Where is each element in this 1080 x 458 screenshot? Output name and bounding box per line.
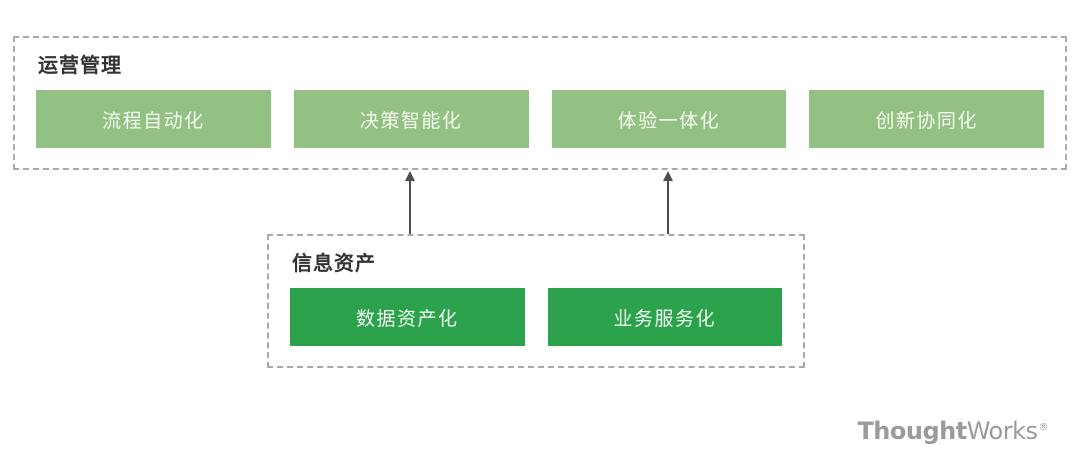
ops-management-group: 运营管理 流程自动化 决策智能化 体验一体化 创新协同化: [13, 36, 1067, 170]
logo-bold-text: Thought: [857, 417, 967, 445]
node-data-assetization: 数据资产化: [290, 288, 525, 346]
node-innovation-collaboration: 创新协同化: [809, 90, 1044, 148]
node-business-servitization: 业务服务化: [547, 288, 782, 346]
info-box-row: 数据资产化 业务服务化: [290, 288, 782, 346]
up-arrow-left: [405, 171, 415, 234]
info-group-title: 信息资产: [292, 251, 376, 275]
ops-box-row: 流程自动化 决策智能化 体验一体化 创新协同化: [36, 90, 1044, 148]
up-arrow-right: [663, 171, 673, 234]
registered-trademark-icon: ®: [1038, 422, 1049, 433]
node-process-automation: 流程自动化: [36, 90, 271, 148]
ops-group-title: 运营管理: [38, 53, 122, 77]
logo-regular-text: Works: [966, 417, 1038, 445]
info-assets-group: 信息资产 数据资产化 业务服务化: [267, 234, 805, 368]
node-decision-intelligence: 决策智能化: [293, 90, 529, 148]
node-experience-integration: 体验一体化: [551, 90, 787, 148]
thoughtworks-logo: ThoughtWorks®: [857, 417, 1048, 445]
